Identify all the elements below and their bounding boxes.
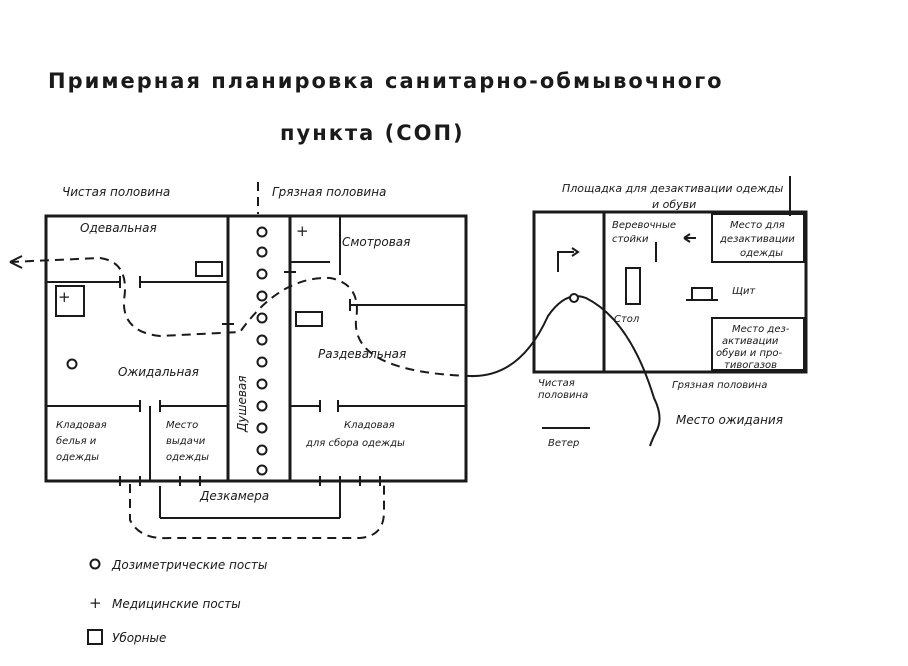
room-mesto-vydachi-l2: выдачи xyxy=(166,436,206,447)
site-dirty-half: Грязная половина xyxy=(672,380,767,391)
dosimetric-post-icon xyxy=(66,358,78,370)
site-mesto-clothes-l2: дезактивации xyxy=(719,234,795,245)
site-mesto-clothes-l1: Место для xyxy=(730,220,785,231)
arrow-icon xyxy=(571,247,580,257)
room-kladovaya-right-l2: для сбора одежды xyxy=(305,437,405,449)
legend-dosimetric-label: Дозиметрические посты xyxy=(111,558,267,572)
site-verevochnye-l1: Веревочные xyxy=(612,220,676,231)
legend-toilet-label: Уборные xyxy=(112,631,166,645)
dosimetric-post-icon xyxy=(256,464,268,476)
dosimetric-post-icon xyxy=(256,422,268,434)
room-dezkamera: Дезкамера xyxy=(199,489,269,503)
arrow-icon xyxy=(557,251,574,272)
room-mesto-vydachi-l1: Место xyxy=(166,420,198,431)
site-box-shoes xyxy=(711,317,805,371)
dosimetric-posts xyxy=(66,226,268,476)
room-kladovaya-left-l2: белья и xyxy=(56,435,97,447)
legend-medical-label: Медицинские посты xyxy=(112,597,241,611)
door-marks xyxy=(119,271,381,486)
room-dushevaya: Душевая xyxy=(235,376,249,433)
table-icon xyxy=(625,267,641,305)
dosimetric-post-icon xyxy=(256,444,268,456)
room-mesto-vydachi-l3: одежды xyxy=(166,452,209,463)
toilet-icon xyxy=(55,285,85,317)
site-veter: Ветер xyxy=(548,438,579,449)
title-line-1: Примерная планировка санитарно-обмывочно… xyxy=(48,69,724,93)
dezkamera-route xyxy=(129,484,385,540)
dosimetric-post-icon xyxy=(569,293,579,303)
site-mesto-shoes-l2: активации xyxy=(722,336,779,347)
toilet-icon xyxy=(295,311,323,327)
clean-half-label: Чистая половина xyxy=(62,185,170,199)
site-verevochnye-l2: стойки xyxy=(612,234,649,245)
room-kladovaya-right-l1: Кладовая xyxy=(344,420,395,431)
medical-post-icon: + xyxy=(296,222,309,240)
dosimetric-post-icon xyxy=(256,334,268,346)
site-shchit: Щит xyxy=(732,286,756,297)
shield-icon xyxy=(686,287,718,301)
site-title-l2: и обуви xyxy=(652,198,696,211)
route-to-site xyxy=(469,295,661,433)
legend-toilet-icon xyxy=(87,629,103,645)
site-clean-half-l2: половина xyxy=(538,390,588,401)
room-ozhidalnaya: Ожидальная xyxy=(118,365,199,379)
building-wall xyxy=(44,214,468,483)
legend-medical-icon: + xyxy=(89,594,102,612)
site-stol: Стол xyxy=(614,314,640,325)
dosimetric-post-icon xyxy=(256,290,268,302)
site-title-l1: Площадка для дезактивации одежды xyxy=(562,182,784,195)
site-mesto-shoes-l4: тивогазов xyxy=(724,360,777,371)
dosimetric-post-icon xyxy=(256,378,268,390)
dosimetric-post-icon xyxy=(256,226,268,238)
dosimetric-post-icon xyxy=(256,312,268,324)
dosimetric-post-icon xyxy=(256,246,268,258)
site-box-clothes xyxy=(711,213,805,263)
room-kladovaya-left-l3: одежды xyxy=(56,452,99,463)
arrow-icon xyxy=(683,233,696,243)
site-mesto-shoes-l3: обуви и про- xyxy=(716,347,782,359)
room-razdevalnaya: Раздевальная xyxy=(318,347,406,361)
dirty-half-label: Грязная половина xyxy=(272,185,386,199)
route-end xyxy=(649,431,657,447)
dosimetric-post-icon xyxy=(256,268,268,280)
site-mesto-clothes-l3: одежды xyxy=(740,248,783,259)
room-odevalnaya: Одевальная xyxy=(80,221,157,235)
legend-dosimetric-icon xyxy=(89,558,101,570)
room-smotrovaya: Смотровая xyxy=(342,235,410,249)
room-kladovaya-left-l1: Кладовая xyxy=(56,420,107,431)
site-boundary xyxy=(532,210,808,374)
toilet-icon xyxy=(195,261,223,277)
site-mesto-ozhidaniya: Место ожидания xyxy=(676,413,783,427)
site-clean-half-l1: Чистая xyxy=(538,378,575,389)
site-mesto-shoes-l1: Место дез- xyxy=(732,324,790,335)
title-line-2: пункта (СОП) xyxy=(280,121,465,145)
dosimetric-post-icon xyxy=(256,356,268,368)
medical-post-icon: + xyxy=(58,288,71,306)
arrow-icon xyxy=(9,255,23,269)
dosimetric-post-icon xyxy=(256,400,268,412)
